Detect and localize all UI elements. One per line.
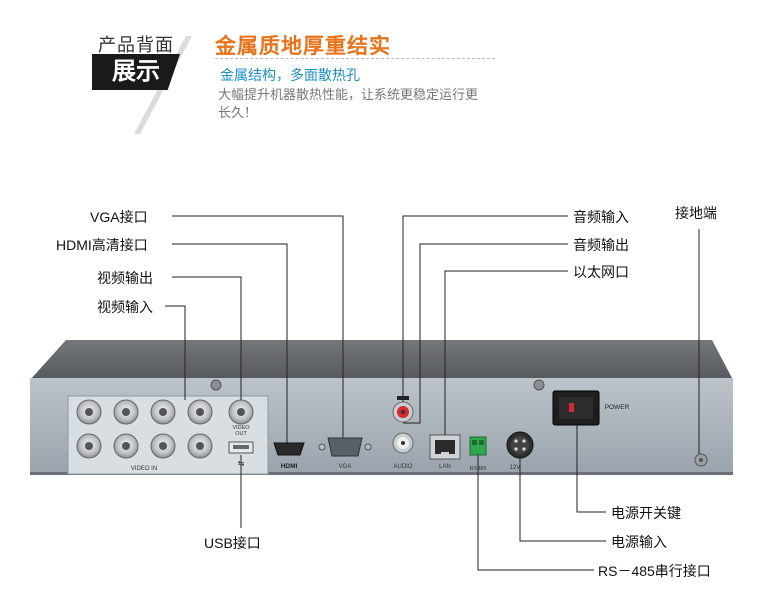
panel-label-power: POWER <box>605 404 630 411</box>
panel-label-video-in: VIDEO IN <box>131 466 157 472</box>
callout-video-in: 视频输入 <box>97 299 153 315</box>
svg-text:OUT: OUT <box>235 431 247 437</box>
callout-video-out: 视频输出 <box>97 270 153 286</box>
callout-power-switch: 电源开关键 <box>611 505 681 521</box>
callout-rs485: RS－485串行接口 <box>598 563 711 579</box>
header-title: 金属质地厚重结实 <box>215 35 391 58</box>
screw-icon <box>210 379 545 391</box>
vga-port <box>327 437 363 457</box>
panel-label-12v: 12V <box>510 465 521 471</box>
header-divider <box>215 58 495 59</box>
callout-audio-out: 音频输出 <box>573 237 629 253</box>
header-category: 产品背面 <box>98 35 174 55</box>
callout-hdmi: HDMI高清接口 <box>56 237 148 253</box>
panel-label-lan: LAN <box>439 464 451 470</box>
callout-vga: VGA接口 <box>90 209 148 225</box>
hdmi-port <box>273 442 305 456</box>
bnc-video-in-connectors <box>76 399 213 459</box>
callout-leader-lines <box>165 215 700 571</box>
chassis-top <box>30 340 733 380</box>
panel-label-video-out: VIDEO <box>232 425 250 431</box>
panel-label-hdmi: HDMI <box>281 463 298 470</box>
header-tag: 展示 <box>92 54 180 90</box>
rs485-terminal <box>469 436 487 456</box>
callout-power-input: 电源输入 <box>611 534 667 550</box>
callout-ethernet: 以太网口 <box>573 264 629 280</box>
callout-ground: 接地端 <box>675 205 717 221</box>
header-subtitle: 金属结构，多面散热孔 <box>220 67 360 83</box>
callout-usb: USB接口 <box>204 535 261 551</box>
panel-label-audio: AUDIO <box>393 464 412 470</box>
panel-label-vga: VGA <box>339 464 352 470</box>
callout-audio-in: 音频输入 <box>573 209 629 225</box>
header-description: 大幅提升机器散热性能，让系统更稳定运行更长久！ <box>218 87 479 120</box>
